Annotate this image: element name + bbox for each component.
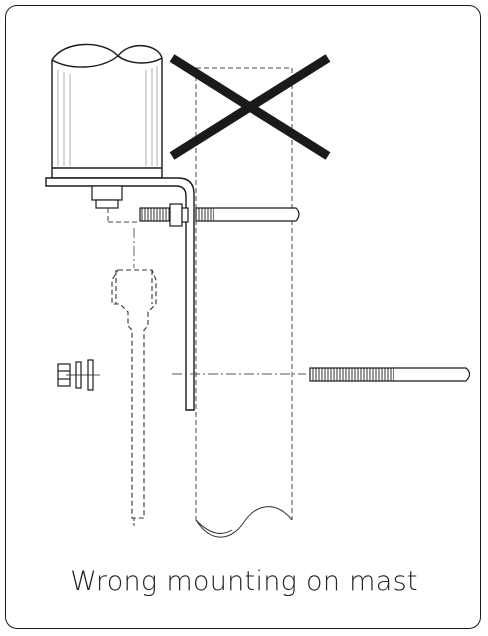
l-bracket bbox=[45, 177, 195, 411]
x-cross-icon bbox=[169, 54, 331, 160]
mast-break-line bbox=[195, 506, 293, 538]
cable-path bbox=[107, 208, 140, 223]
connector-block bbox=[91, 185, 123, 209]
antenna-body bbox=[51, 43, 163, 179]
nut-and-washers bbox=[57, 359, 100, 391]
upper-bolt bbox=[139, 203, 300, 227]
lower-bolt bbox=[309, 367, 471, 382]
antenna-shading bbox=[57, 66, 158, 166]
diagram-caption: Wrong mounting on mast bbox=[70, 566, 418, 597]
cable-connector-dashed bbox=[111, 269, 157, 519]
